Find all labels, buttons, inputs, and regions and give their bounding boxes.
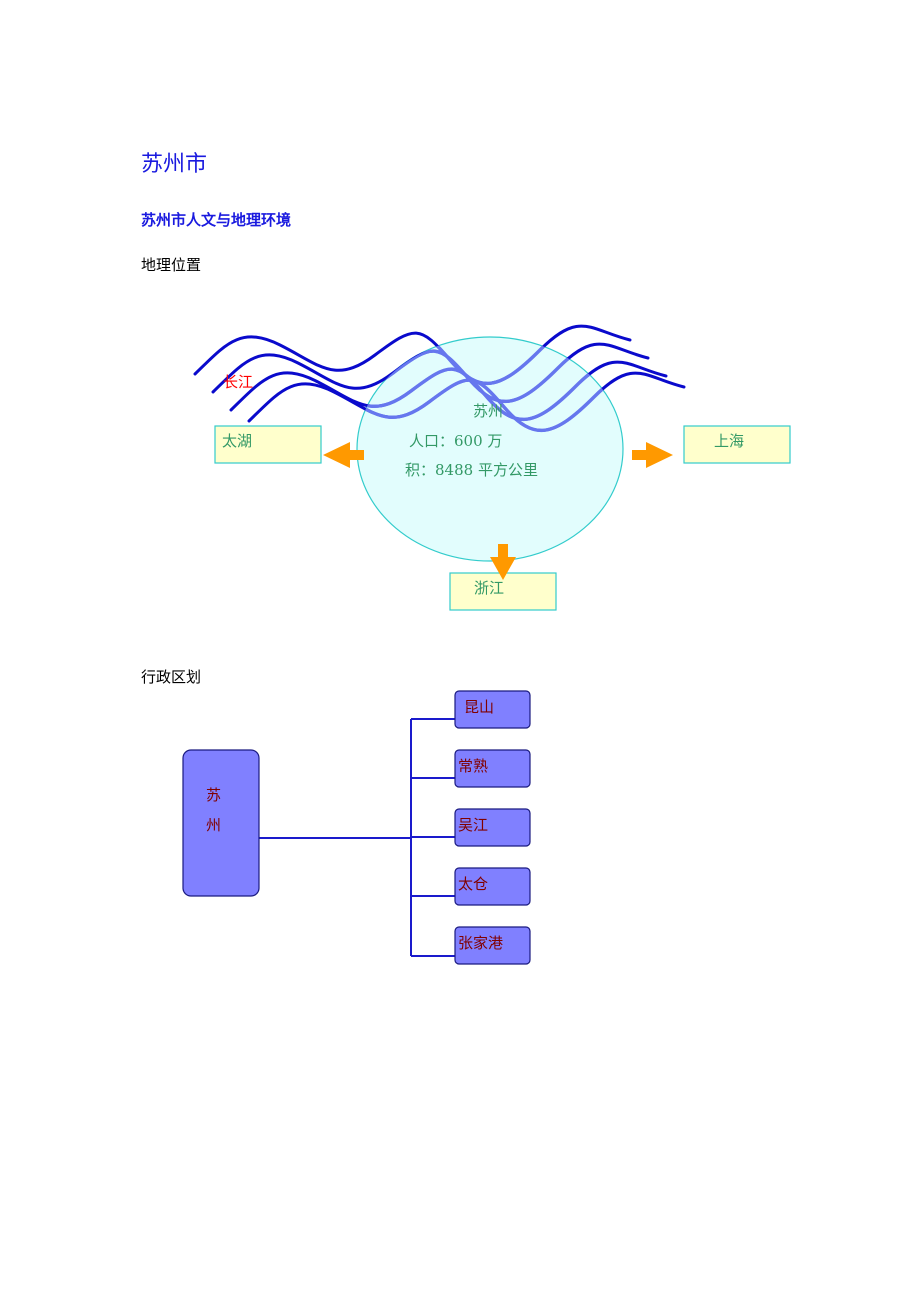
child-label-wujiang: 吴江 (458, 816, 488, 834)
shanghai-box (683, 425, 791, 464)
taihu-box (214, 425, 322, 464)
arrow-west-icon (323, 442, 364, 468)
child-box-changshu (454, 749, 531, 788)
area-text: 积：8488 平方公里 (405, 461, 538, 479)
page-subtitle: 苏州市人文与地理环境 (141, 211, 292, 229)
suzhou-ellipse (356, 336, 624, 562)
center-name: 苏州 (473, 402, 503, 420)
yangtze-river-icon (193, 324, 686, 432)
root-box-suzhou (182, 749, 260, 897)
east-label: 上海 (714, 432, 744, 450)
child-box-kunshan (454, 690, 531, 729)
root-label-char-2: 州 (206, 816, 221, 834)
child-label-zhangjiagang: 张家港 (458, 934, 503, 952)
page-title: 苏州市 (141, 152, 208, 177)
zhejiang-box (449, 572, 557, 611)
river-label: 长江 (223, 373, 253, 391)
child-box-zhangjiagang (454, 926, 531, 965)
section-heading-geo: 地理位置 (141, 256, 202, 274)
child-box-taicang (454, 867, 531, 906)
south-label: 浙江 (474, 579, 504, 597)
tree-connectors (259, 718, 455, 957)
section-heading-admin: 行政区划 (141, 668, 202, 686)
arrow-east-icon (632, 442, 673, 468)
child-label-kunshan: 昆山 (464, 698, 494, 716)
arrow-south-icon (490, 544, 516, 580)
population-text: 人口：600 万 (409, 432, 502, 450)
child-label-changshu: 常熟 (458, 757, 488, 775)
root-label-char-1: 苏 (206, 786, 221, 804)
west-label: 太湖 (222, 432, 252, 450)
child-label-taicang: 太仓 (458, 875, 488, 893)
child-box-wujiang (454, 808, 531, 847)
